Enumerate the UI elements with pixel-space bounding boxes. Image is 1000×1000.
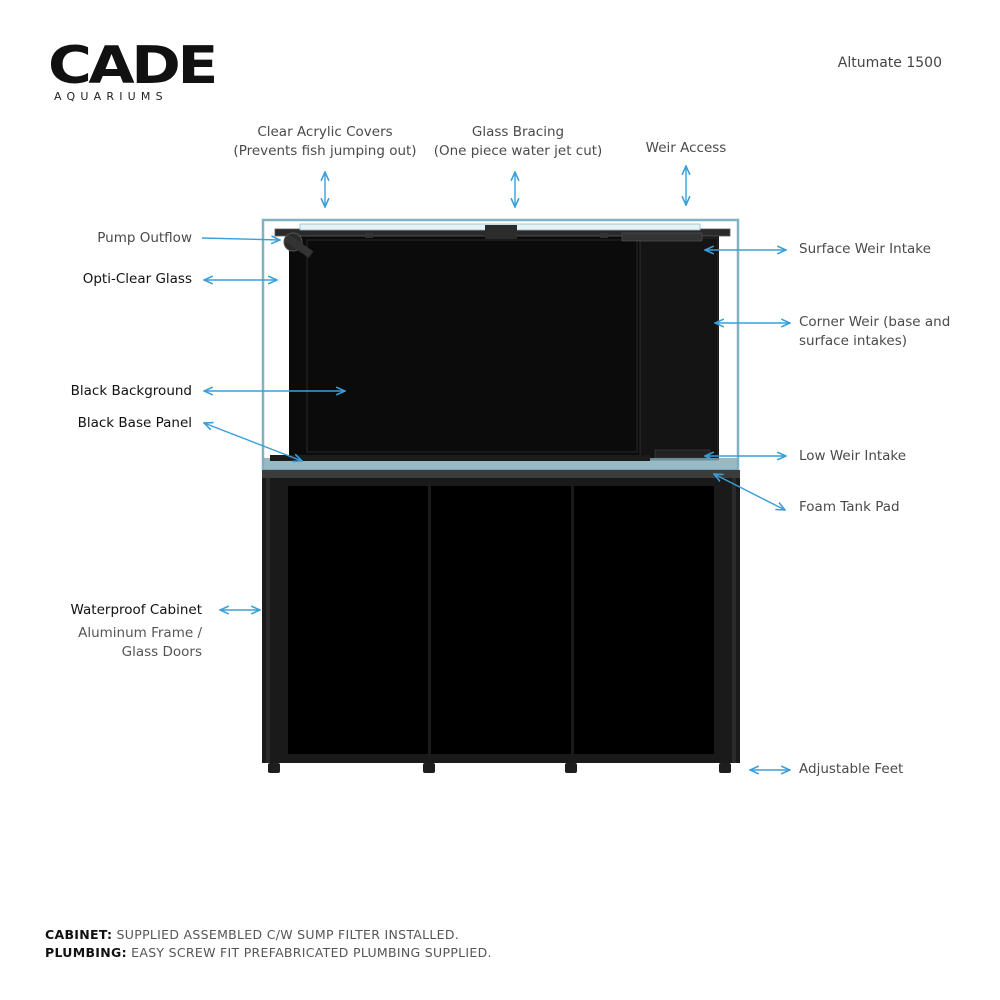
label-glass-bracing: Glass Bracing (One piece water jet cut) [434, 123, 603, 161]
brand-subtitle: AQUARIUMS [54, 90, 168, 103]
label-weir-access: Weir Access [645, 140, 727, 156]
label-opti-clear: Opti-Clear Glass [82, 271, 192, 287]
label-foam-pad: Foam Tank Pad [799, 499, 900, 515]
label-aluminum-line1: Aluminum Frame / [78, 625, 202, 641]
footer-cabinet-value: SUPPLIED ASSEMBLED C/W SUMP FILTER INSTA… [112, 927, 460, 942]
label-adjustable-feet: Adjustable Feet [799, 761, 904, 777]
arrow-black-base-panel [204, 423, 302, 461]
label-waterproof-cabinet: Waterproof Cabinet Aluminum Frame / Glas… [71, 601, 202, 662]
label-clear-acrylic: Clear Acrylic Covers (Prevents fish jump… [233, 123, 416, 161]
label-clear-acrylic-line2: (Prevents fish jumping out) [233, 143, 417, 159]
label-low-weir: Low Weir Intake [799, 448, 907, 464]
label-corner-weir-line2: surface intakes) [799, 333, 907, 349]
label-corner-weir: Corner Weir (base and surface intakes) [799, 313, 950, 351]
footer-plumbing-value: EASY SCREW FIT PREFABRICATED PLUMBING SU… [126, 945, 492, 960]
label-clear-acrylic-line1: Clear Acrylic Covers [257, 124, 393, 140]
cabinet [262, 470, 740, 773]
footer-plumbing: PLUMBING: EASY SCREW FIT PREFABRICATED P… [45, 945, 492, 960]
label-pump-outflow: Pump Outflow [97, 230, 192, 246]
label-glass-bracing-line1: Glass Bracing [471, 124, 565, 140]
brand-logo: CADE [48, 36, 218, 96]
label-aluminum-line2: Glass Doors [121, 644, 202, 660]
footer-cabinet: CABINET: SUPPLIED ASSEMBLED C/W SUMP FIL… [45, 927, 459, 942]
footer-cabinet-key: CABINET: [45, 927, 113, 942]
label-corner-weir-line1: Corner Weir (base and [799, 314, 951, 330]
label-black-background: Black Background [70, 383, 192, 399]
model-name: Altumate 1500 [837, 55, 942, 71]
arrow-pump-outflow [201, 238, 280, 240]
footer-plumbing-key: PLUMBING: [45, 945, 127, 960]
label-surface-weir: Surface Weir Intake [799, 241, 931, 257]
arrow-foam-pad [714, 474, 785, 510]
tank-glass [261, 218, 740, 472]
label-black-base-panel: Black Base Panel [77, 415, 192, 431]
label-glass-bracing-line2: (One piece water jet cut) [433, 143, 603, 159]
label-waterproof-cabinet-title: Waterproof Cabinet [70, 602, 202, 618]
